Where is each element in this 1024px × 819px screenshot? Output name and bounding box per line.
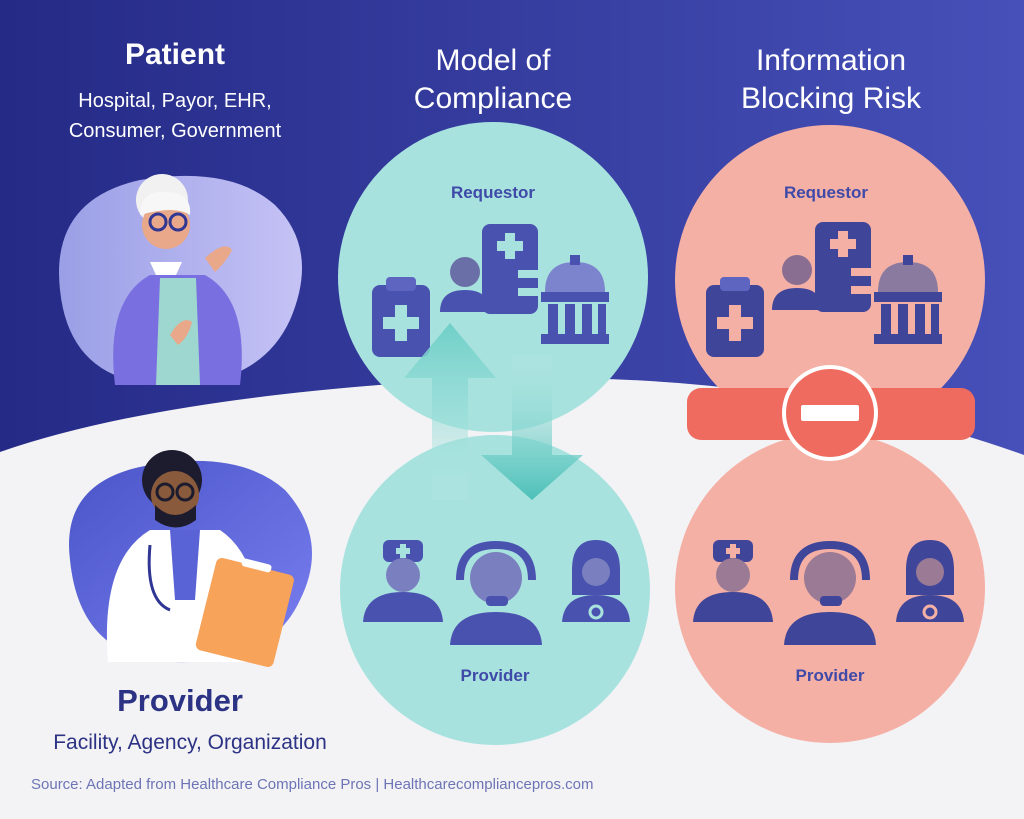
- user-icon: [440, 257, 490, 312]
- blocking-diagram: [675, 125, 985, 743]
- female-doctor-icon: [896, 540, 964, 622]
- blocking-title: Information Blocking Risk: [700, 42, 962, 118]
- patient-illustration: [59, 174, 302, 385]
- blocking-title-line2: Blocking Risk: [740, 82, 922, 115]
- patient-subtitle-line1: Hospital, Payor, EHR,: [78, 90, 272, 112]
- patient-subtitle-line2: Consumer, Government: [68, 120, 282, 142]
- blocking-provider-label: Provider: [795, 666, 865, 685]
- nurse-icon: [363, 540, 443, 622]
- compliance-diagram: [338, 122, 650, 745]
- headset-support-icon: [450, 540, 542, 645]
- patient-title: Patient: [124, 38, 226, 71]
- clipboard-medical-icon: [706, 277, 764, 357]
- source-caption: Source: Adapted from Healthcare Complian…: [31, 776, 594, 793]
- user-icon: [772, 255, 822, 310]
- medical-record-icon: [815, 222, 875, 312]
- government-building-icon: [874, 255, 942, 344]
- provider-title: Provider: [117, 683, 243, 718]
- female-doctor-icon: [562, 540, 630, 622]
- nurse-icon: [693, 540, 773, 622]
- compliance-title-line1: Model of: [435, 44, 551, 77]
- patient-subtitle: Hospital, Payor, EHR, Consumer, Governme…: [40, 86, 310, 146]
- down-arrow-icon: [481, 355, 583, 500]
- headset-support-icon: [784, 540, 876, 645]
- medical-record-icon: [482, 224, 542, 314]
- government-building-icon: [541, 255, 609, 344]
- compliance-provider-label: Provider: [460, 666, 530, 685]
- blocking-title-line1: Information: [755, 44, 907, 77]
- up-arrow-icon: [404, 323, 496, 500]
- compliance-requestor-label: Requestor: [450, 183, 536, 202]
- compliance-title: Model of Compliance: [372, 42, 614, 118]
- blocking-requestor-label: Requestor: [783, 183, 869, 202]
- compliance-title-line2: Compliance: [413, 82, 573, 115]
- provider-subtitle: Facility, Agency, Organization: [53, 731, 327, 754]
- clipboard-medical-icon: [372, 277, 430, 357]
- provider-illustration: [69, 450, 312, 667]
